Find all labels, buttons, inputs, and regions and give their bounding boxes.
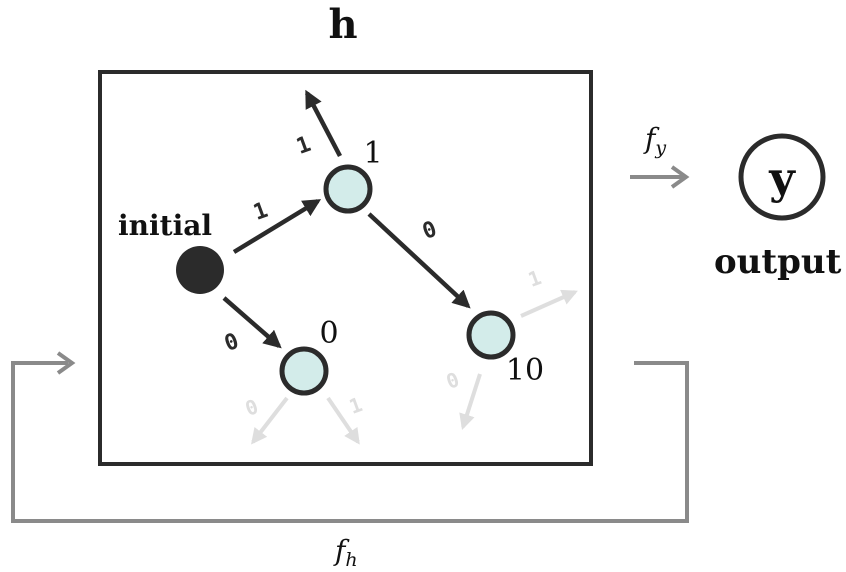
edge-initial-to-1-label: 1 (250, 198, 271, 226)
edge-0-faded-left-label: 0 (242, 394, 262, 421)
fy-arrow-head (670, 165, 690, 189)
node-10 (466, 310, 516, 360)
fh-loop-arrow-head (56, 351, 76, 375)
edge-1-up-label: 1 (293, 132, 314, 160)
output-node (738, 133, 826, 221)
edge-10-faded-down (459, 373, 482, 431)
state-title: h (328, 1, 357, 48)
node-10-label: 10 (506, 353, 544, 388)
edge-initial-to-1 (232, 199, 322, 254)
fh-loop (11, 361, 689, 523)
edge-0-faded-right-label: 1 (346, 392, 366, 419)
edge-1-up (305, 89, 342, 158)
fh-label: fh (333, 534, 358, 571)
edge-initial-to-0 (222, 296, 282, 349)
initial-node (176, 246, 224, 294)
node-1 (323, 164, 373, 214)
edge-0-faded-left (251, 396, 289, 445)
output-label: output (714, 242, 842, 282)
edge-10-faded-right (520, 289, 578, 318)
edge-1-to-10-label: 0 (419, 217, 440, 245)
edge-10-faded-down-label: 0 (443, 367, 463, 394)
edge-1-to-10 (367, 212, 471, 309)
node-0 (279, 346, 329, 396)
edge-10-faded-right-label: 1 (525, 265, 545, 292)
edge-initial-to-0-label: 0 (221, 329, 242, 357)
state-box (98, 70, 593, 466)
node-0-label: 0 (319, 316, 338, 351)
output-symbol: y (768, 153, 796, 204)
fy-label: fy (643, 122, 666, 159)
node-1-label: 1 (363, 136, 382, 171)
edge-0-faded-right (326, 396, 360, 445)
initial-label: initial (118, 209, 212, 242)
